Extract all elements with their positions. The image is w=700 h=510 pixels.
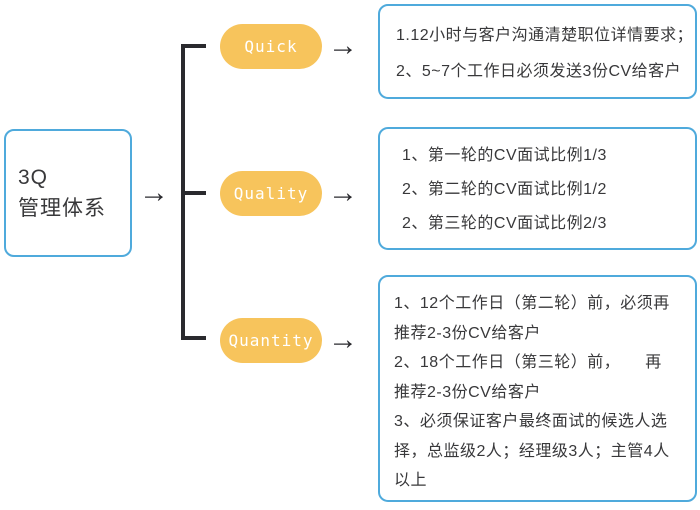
detail-text-line: 2、5~7个工作日必须发送3份CV给客户: [396, 63, 682, 80]
detail-text-line: 1.12小时与客户沟通清楚职位详情要求；: [396, 27, 694, 44]
detail-text-line: 推荐2-3份CV给客户: [394, 383, 541, 401]
detail-text-line: 以上: [394, 472, 428, 489]
detail-text-line: 3、必须保证客户最终面试的候选人选: [394, 413, 668, 430]
arrow-right-icon: →: [328, 176, 358, 209]
branch-pill-quick: Quick: [220, 24, 322, 69]
arrow-right-icon: →: [328, 29, 358, 62]
detail-text-line: 择，总监级2人；经理级3人；主管4人: [394, 442, 670, 460]
detail-box-quality: 1、第一轮的CV面试比例1/3 2、第二轮的CV面试比例1/2 2、第三轮的CV…: [378, 127, 697, 250]
detail-text-line: 1、12个工作日（第二轮）前，必须再: [394, 295, 670, 312]
detail-box-quick: 1.12小时与客户沟通清楚职位详情要求； 2、5~7个工作日必须发送3份CV给客…: [378, 4, 697, 99]
detail-text-line: 1、第一轮的CV面试比例1/3: [402, 147, 607, 164]
bracket-connector-bottom-stub: [181, 336, 206, 340]
root-node-label-line1: 3Q: [18, 166, 49, 189]
detail-text-line: 2、第三轮的CV面试比例2/3: [402, 215, 607, 232]
detail-text-line: 2、18个工作日（第三轮）前， 再: [394, 354, 662, 371]
arrow-right-icon: →: [139, 176, 169, 209]
branch-pill-quality: Quality: [220, 171, 322, 216]
detail-text-line: 2、第二轮的CV面试比例1/2: [402, 181, 607, 198]
bracket-connector-middle-stub: [181, 191, 206, 195]
branch-pill-quantity: Quantity: [220, 318, 322, 363]
detail-box-quantity: 1、12个工作日（第二轮）前，必须再 推荐2-3份CV给客户 2、18个工作日（…: [378, 275, 697, 502]
arrow-right-icon: →: [328, 323, 358, 356]
root-node-label-line2: 管理体系: [18, 197, 106, 220]
bracket-connector-top-stub: [181, 44, 206, 48]
root-node-3q: 3Q 管理体系: [4, 129, 132, 257]
detail-text-line: 推荐2-3份CV给客户: [394, 324, 541, 342]
